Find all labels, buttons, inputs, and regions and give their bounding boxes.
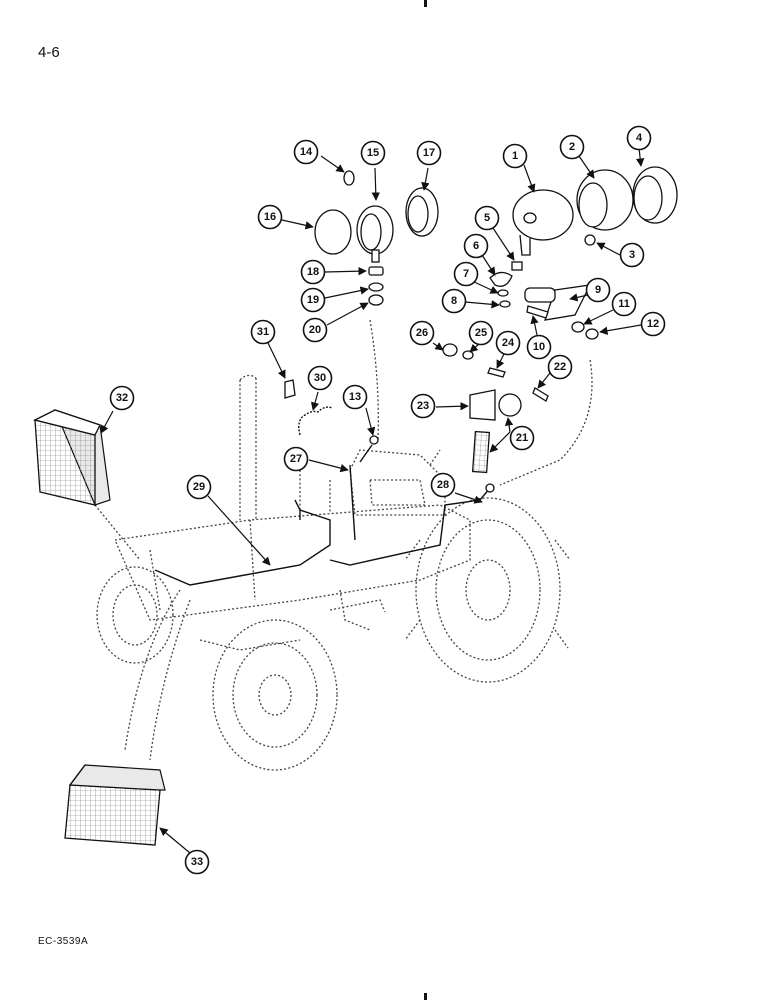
wire-clip-and-spring	[284, 379, 495, 493]
top-crop-mark	[424, 0, 427, 7]
callout-12: 12	[640, 311, 666, 337]
callout-14: 14	[293, 139, 319, 165]
callout-27: 27	[283, 446, 309, 472]
svg-text:1: 1	[512, 150, 518, 162]
svg-text:15: 15	[367, 147, 379, 159]
side-lamp-assembly	[314, 170, 439, 306]
svg-text:28: 28	[437, 479, 449, 491]
reflector-mounting	[442, 343, 549, 474]
svg-text:16: 16	[264, 211, 276, 223]
callout-32: 32	[109, 385, 135, 411]
svg-text:9: 9	[595, 284, 601, 296]
bottom-crop-mark	[424, 993, 427, 1000]
callout-4: 4	[626, 125, 652, 151]
callout-16: 16	[257, 204, 283, 230]
callout-17: 17	[416, 140, 442, 166]
svg-text:6: 6	[473, 240, 479, 252]
svg-text:32: 32	[116, 392, 128, 404]
callout-23: 23	[410, 393, 436, 419]
callout-20: 20	[302, 317, 328, 343]
svg-text:13: 13	[349, 391, 361, 403]
callout-25: 25	[468, 320, 494, 346]
tractor-phantom-outline	[94, 319, 593, 771]
callout-29: 29	[186, 474, 212, 500]
callout-2: 2	[559, 134, 585, 160]
illustration-code: EC-3539A	[38, 936, 89, 947]
svg-text:23: 23	[417, 400, 429, 412]
svg-text:4: 4	[636, 132, 643, 144]
callout-13: 13	[342, 384, 368, 410]
callout-19: 19	[300, 287, 326, 313]
svg-text:11: 11	[618, 298, 630, 310]
svg-text:14: 14	[300, 146, 313, 158]
svg-text:12: 12	[647, 318, 659, 330]
callout-24: 24	[495, 330, 521, 356]
callout-5: 5	[474, 205, 500, 231]
svg-text:33: 33	[191, 856, 203, 868]
callout-6: 6	[463, 233, 489, 259]
callout-26: 26	[409, 320, 435, 346]
svg-text:8: 8	[451, 295, 457, 307]
svg-text:20: 20	[309, 324, 321, 336]
svg-text:7: 7	[463, 268, 469, 280]
callout-15: 15	[360, 140, 386, 166]
callout-8: 8	[441, 288, 467, 314]
front-work-lamp	[64, 764, 166, 846]
svg-text:27: 27	[290, 453, 302, 465]
callout-9: 9	[585, 277, 611, 303]
page-number: 4-6	[38, 44, 60, 61]
callout-7: 7	[453, 261, 479, 287]
svg-text:29: 29	[193, 481, 205, 493]
svg-text:21: 21	[516, 432, 528, 444]
callout-22: 22	[547, 354, 573, 380]
svg-text:30: 30	[314, 372, 326, 384]
callout-31: 31	[250, 319, 276, 345]
svg-text:18: 18	[307, 266, 319, 278]
svg-text:22: 22	[554, 361, 566, 373]
svg-text:5: 5	[484, 212, 490, 224]
callout-18: 18	[300, 259, 326, 285]
svg-text:25: 25	[475, 327, 487, 339]
callout-28: 28	[430, 472, 456, 498]
callout-33: 33	[184, 849, 210, 875]
svg-text:31: 31	[257, 326, 269, 338]
callout-3: 3	[619, 242, 645, 268]
svg-text:3: 3	[629, 249, 635, 261]
callout-21: 21	[509, 425, 535, 451]
headlamp-assembly	[489, 166, 678, 340]
rear-work-lamp	[33, 409, 111, 506]
svg-text:19: 19	[307, 294, 319, 306]
callout-10: 10	[526, 334, 552, 360]
callout-30: 30	[307, 365, 333, 391]
svg-text:2: 2	[569, 141, 575, 153]
svg-text:17: 17	[423, 147, 435, 159]
leader-lines	[100, 147, 645, 854]
svg-text:26: 26	[416, 327, 428, 339]
callout-1: 1	[502, 143, 528, 169]
svg-text:24: 24	[502, 337, 515, 349]
callout-11: 11	[611, 291, 637, 317]
svg-text:10: 10	[533, 341, 545, 353]
